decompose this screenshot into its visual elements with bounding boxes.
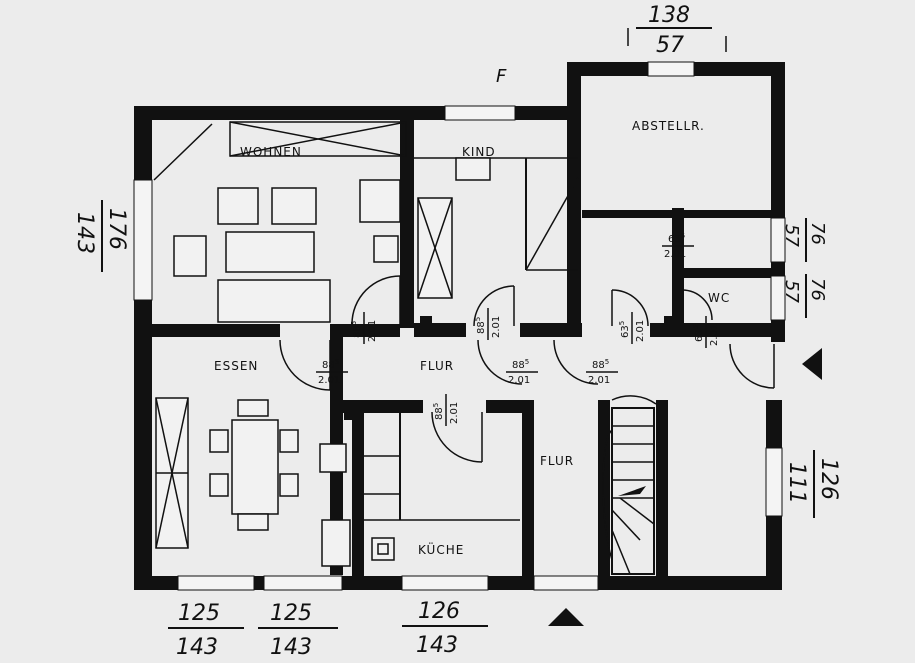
svg-text:126: 126 [816, 458, 841, 500]
dim-bottom-2: 125 143 [258, 601, 338, 660]
svg-text:2.01: 2.01 [318, 375, 340, 386]
door-label: 635 2.01 [662, 232, 694, 260]
svg-text:125: 125 [270, 601, 312, 626]
svg-text:143: 143 [72, 212, 97, 254]
triangle-left-icon [802, 348, 822, 380]
door-label: 635 2.01 [618, 312, 646, 344]
door-label: 885 2.01 [350, 312, 378, 344]
svg-text:176: 176 [104, 208, 129, 250]
interior-walls [150, 120, 772, 583]
room-label-essen: ESSEN [214, 359, 258, 373]
svg-text:143: 143 [176, 635, 218, 660]
entrance-arrows [548, 348, 822, 626]
room-label-flur-hall: FLUR [540, 454, 574, 468]
svg-text:885: 885 [350, 321, 363, 338]
dim-bottom-3: 126 143 [402, 599, 488, 658]
essen-furniture [155, 397, 351, 567]
svg-text:2.01: 2.01 [491, 316, 502, 338]
svg-text:2.01: 2.01 [709, 324, 720, 346]
svg-text:2.01: 2.01 [588, 375, 610, 386]
dim-right-1: 76 57 [781, 218, 828, 262]
dim-top: 138 57 [627, 3, 727, 58]
svg-text:2.01: 2.01 [635, 320, 646, 342]
svg-text:57: 57 [781, 224, 802, 247]
wohnen-furniture [153, 121, 407, 323]
note-top-mark: F [496, 66, 507, 87]
svg-text:885: 885 [474, 317, 487, 334]
svg-text:76: 76 [807, 278, 828, 301]
door-label: 635 2.01 [692, 316, 720, 348]
svg-text:635: 635 [668, 232, 685, 245]
dim-left: 176 143 [72, 200, 129, 272]
svg-text:2.01: 2.01 [508, 375, 530, 386]
room-label-wc: WC [708, 291, 730, 305]
svg-text:125: 125 [178, 601, 220, 626]
svg-text:76: 76 [807, 222, 828, 245]
door-label: 885 2.01 [474, 308, 502, 340]
svg-text:126: 126 [418, 599, 460, 624]
svg-text:143: 143 [270, 635, 312, 660]
dim-right-2: 76 57 [781, 274, 828, 318]
room-label-wohnen: WOHNEN [240, 145, 302, 159]
room-label-kueche: KÜCHE [418, 541, 464, 557]
svg-text:57: 57 [781, 280, 802, 303]
svg-text:143: 143 [416, 633, 458, 658]
svg-text:635: 635 [692, 325, 705, 342]
svg-text:2.01: 2.01 [367, 320, 378, 342]
door-label: 885 2.01 [506, 358, 538, 386]
dim-bottom-1: 125 143 [168, 601, 244, 660]
dim-right-3: 126 111 [784, 450, 841, 518]
door-label: 885 2.01 [432, 394, 460, 426]
svg-text:885: 885 [322, 358, 339, 371]
windows [133, 61, 786, 591]
svg-text:885: 885 [512, 358, 529, 371]
room-labels: WOHNEN KIND ABSTELLR. ESSEN FLUR FLUR KÜ… [214, 119, 730, 557]
kueche-furniture [364, 413, 520, 561]
svg-text:635: 635 [618, 321, 631, 338]
svg-text:885: 885 [592, 358, 609, 371]
room-label-abstell: ABSTELLR. [632, 119, 705, 133]
svg-text:57: 57 [656, 33, 684, 58]
svg-text:138: 138 [648, 3, 690, 28]
room-label-flur-center: FLUR [420, 359, 454, 373]
svg-text:885: 885 [432, 403, 445, 420]
door-label: 885 2.01 [586, 358, 618, 386]
door-label: 885 2.01 [316, 358, 348, 386]
svg-text:2.01: 2.01 [664, 249, 686, 260]
svg-text:2.01: 2.01 [449, 402, 460, 424]
door-labels: 885 2.01 885 2.01 885 2.01 885 2.01 885 … [316, 232, 720, 426]
staircase [344, 316, 676, 575]
triangle-up-icon [548, 608, 584, 626]
kind-furniture [414, 157, 579, 299]
svg-text:111: 111 [784, 462, 809, 504]
door-swings [279, 275, 775, 463]
room-label-kind: KIND [462, 145, 496, 159]
handwritten-dimensions: 138 57 F 176 143 76 57 76 57 126 111 [72, 3, 841, 660]
